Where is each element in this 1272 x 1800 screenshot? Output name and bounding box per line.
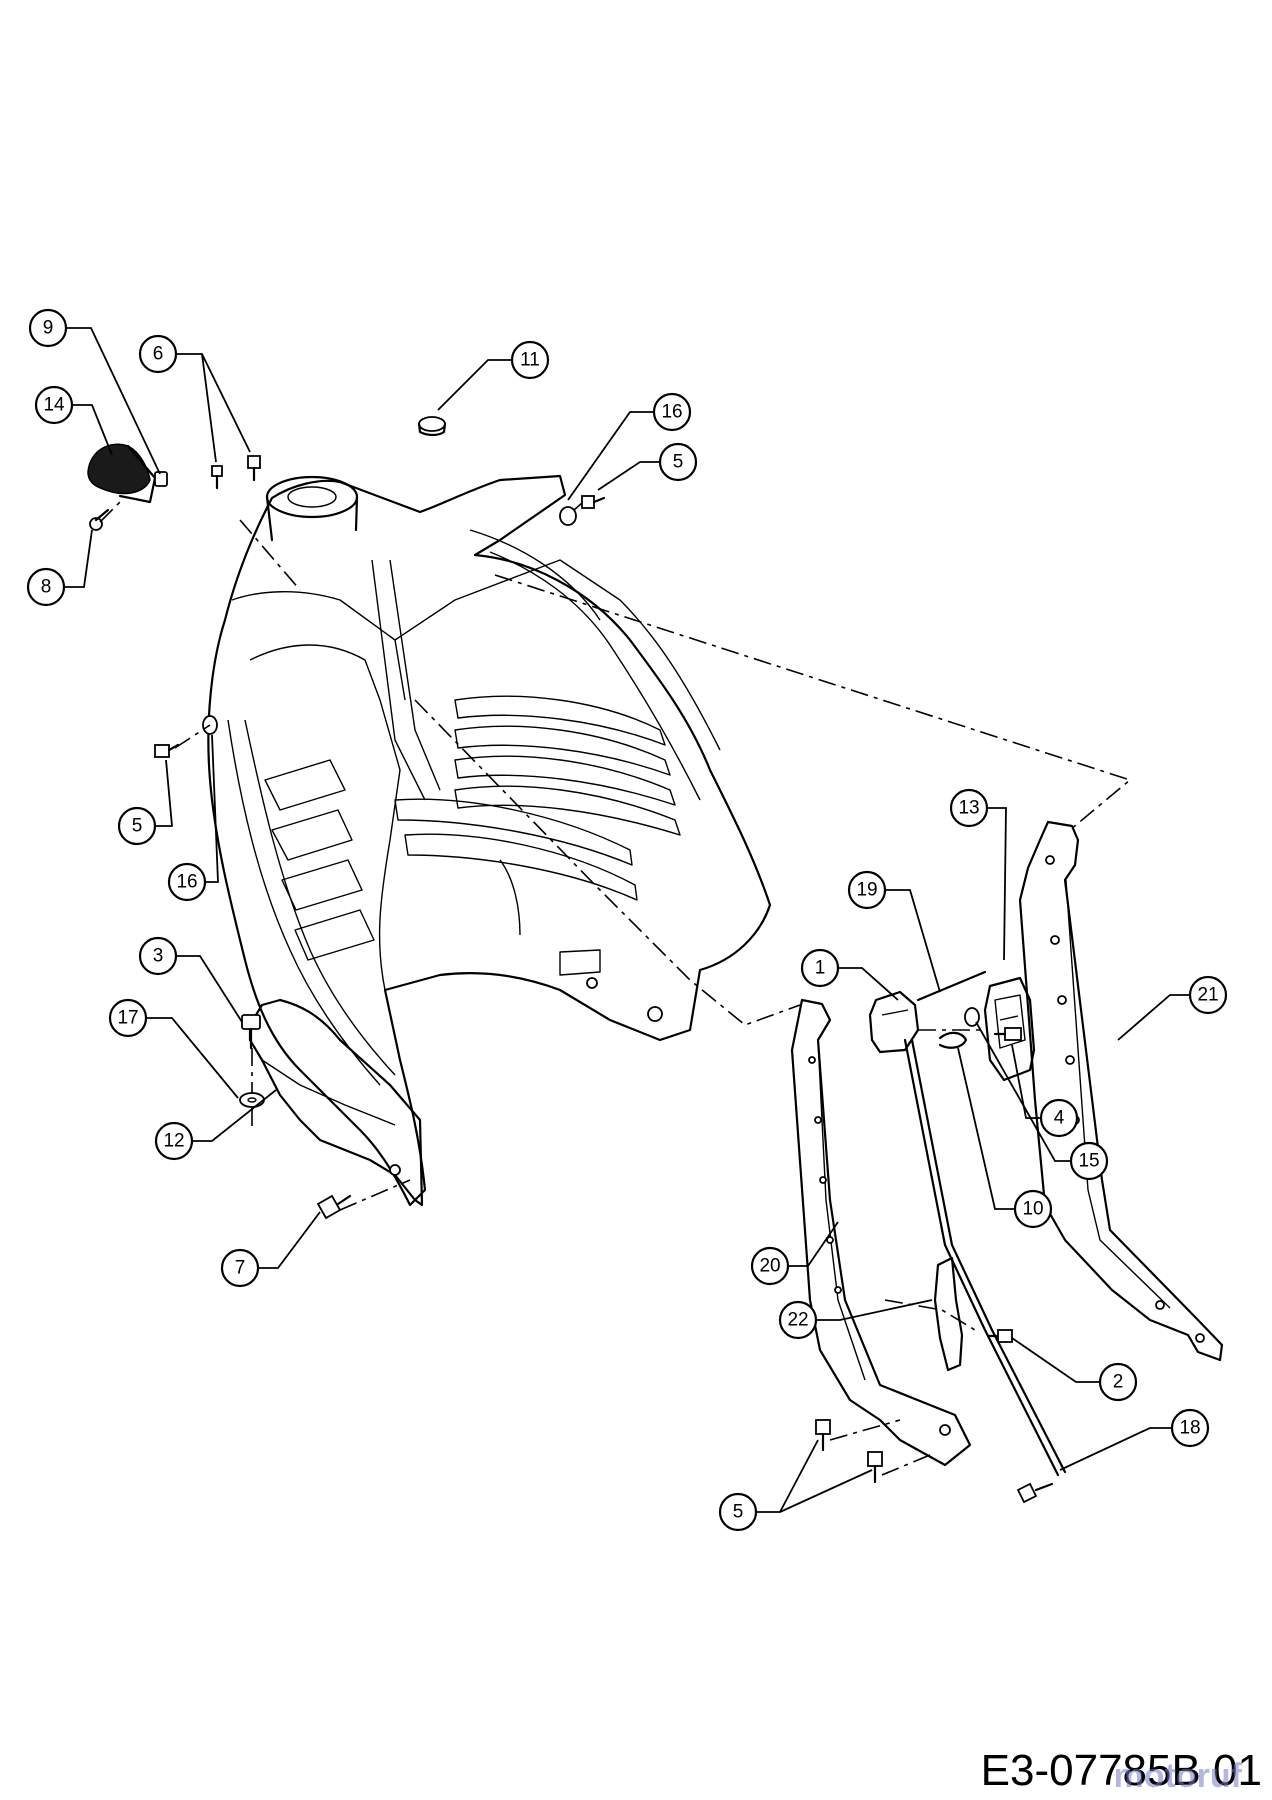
bolt-4 <box>993 1027 1022 1041</box>
callout-10: 10 <box>1013 1189 1053 1229</box>
svg-text:8: 8 <box>41 577 52 598</box>
svg-text:6: 6 <box>153 344 164 365</box>
callout-1: 1 <box>800 948 840 988</box>
svg-text:1: 1 <box>815 958 826 979</box>
pin-19 <box>916 970 987 1002</box>
leader-lines <box>64 327 1190 1513</box>
cowling-vents <box>264 695 681 961</box>
washer-16-top <box>559 506 577 526</box>
drawing-code: E3-07785B 01 <box>980 1746 1262 1795</box>
svg-text:9: 9 <box>43 318 54 339</box>
callout-15: 15 <box>1069 1141 1109 1181</box>
callout-11: 11 <box>510 340 550 380</box>
callout-3: 3 <box>138 936 178 976</box>
svg-text:16: 16 <box>176 872 197 893</box>
callout-4: 4 <box>1039 1098 1079 1138</box>
bolt-5-top <box>581 495 606 509</box>
plate-13 <box>983 976 1036 1082</box>
svg-text:17: 17 <box>117 1008 138 1029</box>
bracket-22 <box>933 1256 964 1372</box>
svg-text:10: 10 <box>1022 1199 1043 1220</box>
callout-2: 2 <box>1098 1362 1138 1402</box>
screw-8 <box>89 508 110 531</box>
washer-17 <box>239 1092 265 1108</box>
bolt-2 <box>986 1329 1013 1343</box>
svg-text:16: 16 <box>661 402 682 423</box>
svg-text:7: 7 <box>235 1258 246 1279</box>
callout-19: 19 <box>847 870 887 910</box>
washer-15 <box>964 1007 980 1027</box>
svg-text:2: 2 <box>1113 1372 1124 1393</box>
callout-5-top: 5 <box>658 442 698 482</box>
lower-panel <box>248 998 424 1207</box>
callout-8: 8 <box>26 567 66 607</box>
svg-text:3: 3 <box>153 946 164 967</box>
bracket-20 <box>790 998 972 1467</box>
callout-16-top: 16 <box>652 392 692 432</box>
bolt-5-left <box>154 743 180 758</box>
callout-22: 22 <box>778 1300 818 1340</box>
svg-text:5: 5 <box>132 816 143 837</box>
callout-16-left: 16 <box>167 862 207 902</box>
svg-text:4: 4 <box>1054 1108 1065 1129</box>
callout-7: 7 <box>220 1248 260 1288</box>
svg-text:11: 11 <box>520 350 540 371</box>
callout-12: 12 <box>154 1121 194 1161</box>
callout-20: 20 <box>750 1246 790 1286</box>
dashboard-cowling <box>207 474 772 1207</box>
svg-text:15: 15 <box>1078 1151 1099 1172</box>
push-rivets-6 <box>211 455 261 490</box>
assembly-lines <box>99 501 1132 1476</box>
clip-9 <box>154 471 168 487</box>
knob-cap <box>87 443 157 504</box>
callout-18: 18 <box>1170 1408 1210 1448</box>
callout-9: 9 <box>28 308 68 348</box>
svg-text:20: 20 <box>759 1256 780 1277</box>
svg-text:18: 18 <box>1179 1418 1200 1439</box>
bolt-3 <box>241 1014 261 1050</box>
svg-text:13: 13 <box>958 798 979 819</box>
bolts-5-bottom <box>815 1419 883 1484</box>
plug-11 <box>417 416 447 437</box>
svg-text:5: 5 <box>673 452 684 473</box>
bracket-21 <box>1018 820 1224 1362</box>
callout-5-bottom: 5 <box>718 1492 758 1532</box>
callout-14: 14 <box>34 385 74 425</box>
callout-17: 17 <box>108 998 148 1038</box>
callout-13: 13 <box>949 788 989 828</box>
svg-text:21: 21 <box>1197 985 1218 1006</box>
svg-text:14: 14 <box>43 395 65 416</box>
watermark-logo: motoruf <box>1113 1757 1242 1795</box>
filler-neck <box>265 475 359 542</box>
callouts: 9 6 11 14 16 5 8 5 16 13 19 3 1 21 17 4 … <box>26 308 1228 1532</box>
svg-text:12: 12 <box>163 1131 184 1152</box>
callout-5-left: 5 <box>117 806 157 846</box>
pivot-1 <box>868 990 920 1054</box>
svg-text:19: 19 <box>856 880 877 901</box>
svg-text:5: 5 <box>733 1502 744 1523</box>
svg-text:22: 22 <box>787 1310 808 1331</box>
callout-6: 6 <box>138 334 178 374</box>
hairpin-10 <box>938 1031 968 1049</box>
rod-18 <box>903 1038 1067 1504</box>
callout-21: 21 <box>1188 975 1228 1015</box>
